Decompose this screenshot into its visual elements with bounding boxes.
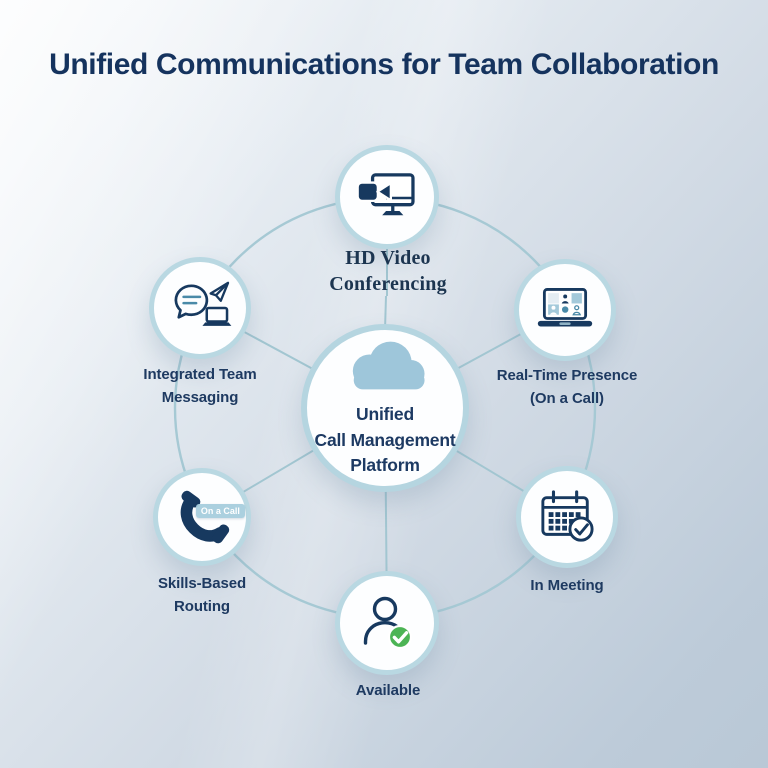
- center-label: Unified Call Management Platform: [314, 404, 456, 476]
- on-a-call-badge: On a Call: [195, 503, 245, 518]
- label-in-meeting: In Meeting: [530, 577, 604, 594]
- node-integrated-team-messaging: [149, 257, 251, 359]
- cloud-icon: [352, 342, 425, 390]
- calendar-check-icon: [541, 490, 594, 542]
- node-real-time-presence: [514, 259, 616, 361]
- label-available: Available: [355, 682, 421, 699]
- user-available-icon: [363, 596, 413, 650]
- node-skills-based-routing: On a Call: [153, 468, 251, 566]
- node-in-meeting: [516, 466, 618, 568]
- phone-handset-icon: [180, 490, 230, 544]
- chat-plane-laptop-icon: [174, 281, 232, 326]
- page-title: Unified Communications for Team Collabor…: [49, 48, 719, 81]
- center-node: Unified Call Management Platform: [301, 324, 469, 492]
- node-hd-video-conferencing: [335, 145, 439, 249]
- label-hd-video-conferencing: HD Video Conferencing: [329, 247, 447, 296]
- label-integrated-team-messaging: Integrated Team Messaging: [143, 366, 257, 407]
- label-skills-based-routing: Skills-Based Routing: [157, 575, 247, 616]
- node-available: [335, 571, 439, 675]
- label-real-time-presence: Real-Time Presence (On a Call): [496, 367, 638, 408]
- presence-laptop-icon: [537, 287, 593, 326]
- video-conferencing-icon: [356, 173, 415, 216]
